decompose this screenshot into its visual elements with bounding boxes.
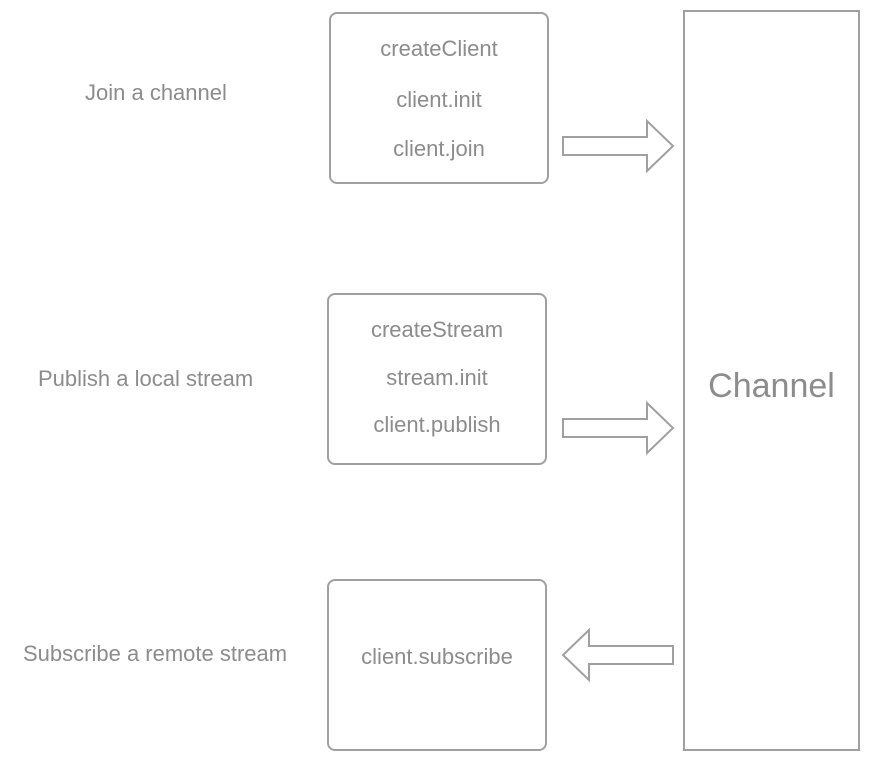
- arrow-right-icon: [562, 118, 675, 174]
- step-label-publish: Publish a local stream: [38, 366, 254, 391]
- api-call: createClient: [380, 36, 498, 61]
- api-call: createStream: [370, 317, 504, 342]
- step-label-join: Join a channel: [85, 80, 227, 105]
- arrow-right-icon: [562, 400, 675, 456]
- api-box-publish: createStream stream.init client.publish: [327, 293, 547, 465]
- channel-label: Channel: [708, 367, 835, 405]
- api-call: client.init: [396, 87, 482, 112]
- step-label-subscribe: Subscribe a remote stream: [23, 641, 288, 666]
- api-call: client.subscribe: [361, 644, 513, 669]
- api-call: client.publish: [373, 412, 501, 437]
- api-box-subscribe: client.subscribe: [327, 579, 547, 751]
- api-call: client.join: [393, 136, 485, 161]
- channel-box: Channel: [683, 10, 860, 751]
- api-call: stream.init: [386, 365, 488, 390]
- arrow-left-icon: [561, 627, 674, 683]
- api-box-join: createClient client.init client.join: [329, 12, 549, 184]
